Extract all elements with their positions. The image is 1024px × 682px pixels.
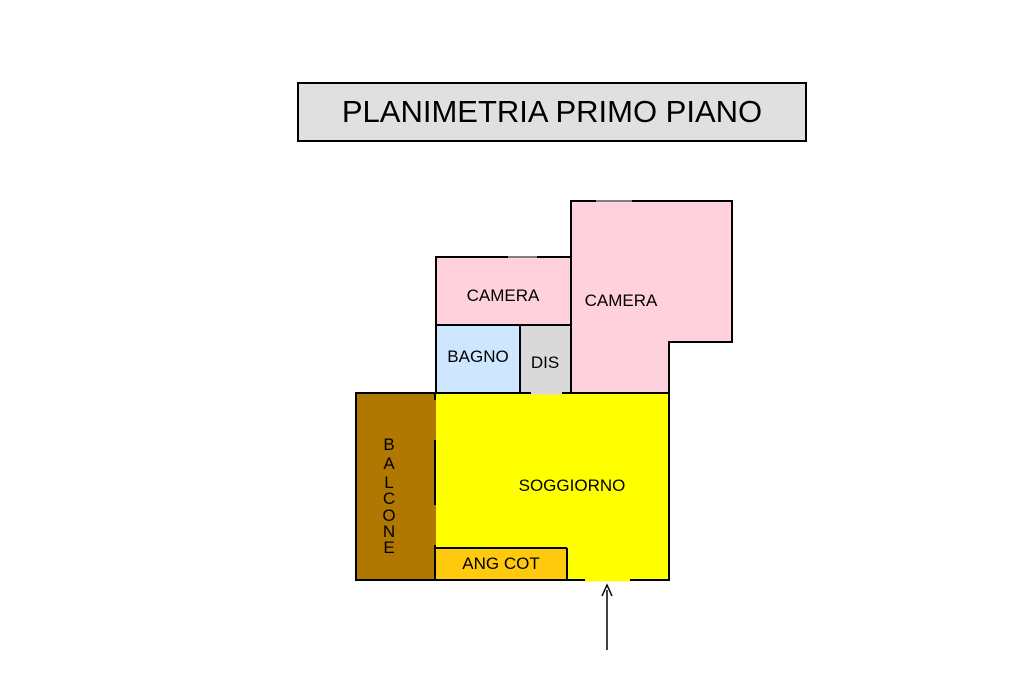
label-dis: DIS: [531, 353, 559, 372]
title-box: PLANIMETRIA PRIMO PIANO: [297, 82, 807, 142]
label-ang-cot: ANG COT: [462, 554, 539, 573]
room-dis: [519, 324, 572, 394]
balcone-letter: O: [382, 506, 395, 525]
room-balcone: [355, 392, 436, 581]
balcone-letter: C: [383, 489, 395, 508]
plan-title: PLANIMETRIA PRIMO PIANO: [341, 94, 763, 129]
room-bagno: [435, 324, 521, 394]
balcone-letter: B: [383, 435, 394, 454]
label-bagno: BAGNO: [447, 347, 508, 366]
room-ang-cot: [436, 548, 567, 579]
label-camera-large: CAMERA: [585, 291, 658, 310]
balcone-letter: E: [383, 538, 394, 557]
balcone-letter: L: [384, 473, 393, 492]
balcone-letter: A: [383, 454, 395, 473]
entrance-arrow-icon: [601, 583, 613, 597]
balcone-letter: N: [383, 522, 395, 541]
label-balcone: B A L C O N E: [382, 435, 395, 557]
label-soggiorno: SOGGIORNO: [519, 476, 626, 495]
label-camera-small: CAMERA: [467, 286, 540, 305]
room-camera-large: [570, 200, 733, 394]
